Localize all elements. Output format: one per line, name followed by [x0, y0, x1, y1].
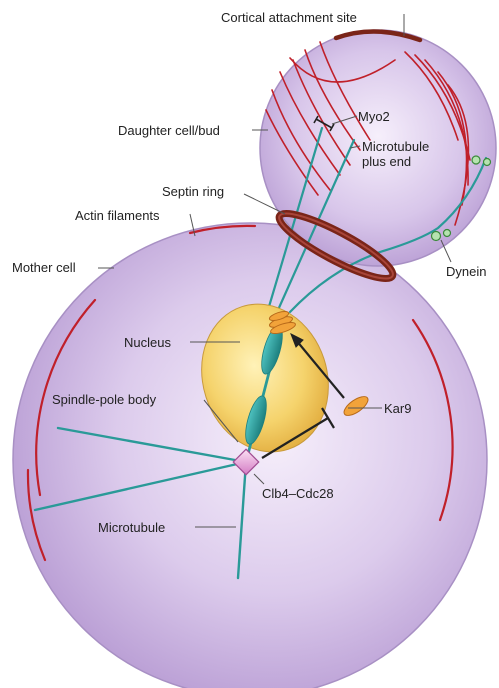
label-mother-cell: Mother cell — [12, 260, 76, 275]
label-microtubule-plus-end-line2: plus end — [362, 154, 411, 169]
label-clb4-cdc28: Clb4–Cdc28 — [262, 486, 334, 501]
label-nucleus: Nucleus — [124, 335, 171, 350]
label-actin-filaments: Actin filaments — [75, 208, 160, 223]
label-kar9: Kar9 — [384, 401, 411, 416]
label-microtubule-plus-end-line1: Microtubule — [362, 139, 429, 154]
label-cortical-attachment-site: Cortical attachment site — [221, 10, 357, 25]
label-dynein: Dynein — [446, 264, 486, 279]
label-myo2: Myo2 — [358, 109, 390, 124]
label-septin-ring: Septin ring — [162, 184, 224, 199]
label-microtubule: Microtubule — [98, 520, 165, 535]
label-spindle-pole-body: Spindle-pole body — [52, 392, 157, 407]
label-daughter-cell: Daughter cell/bud — [118, 123, 220, 138]
